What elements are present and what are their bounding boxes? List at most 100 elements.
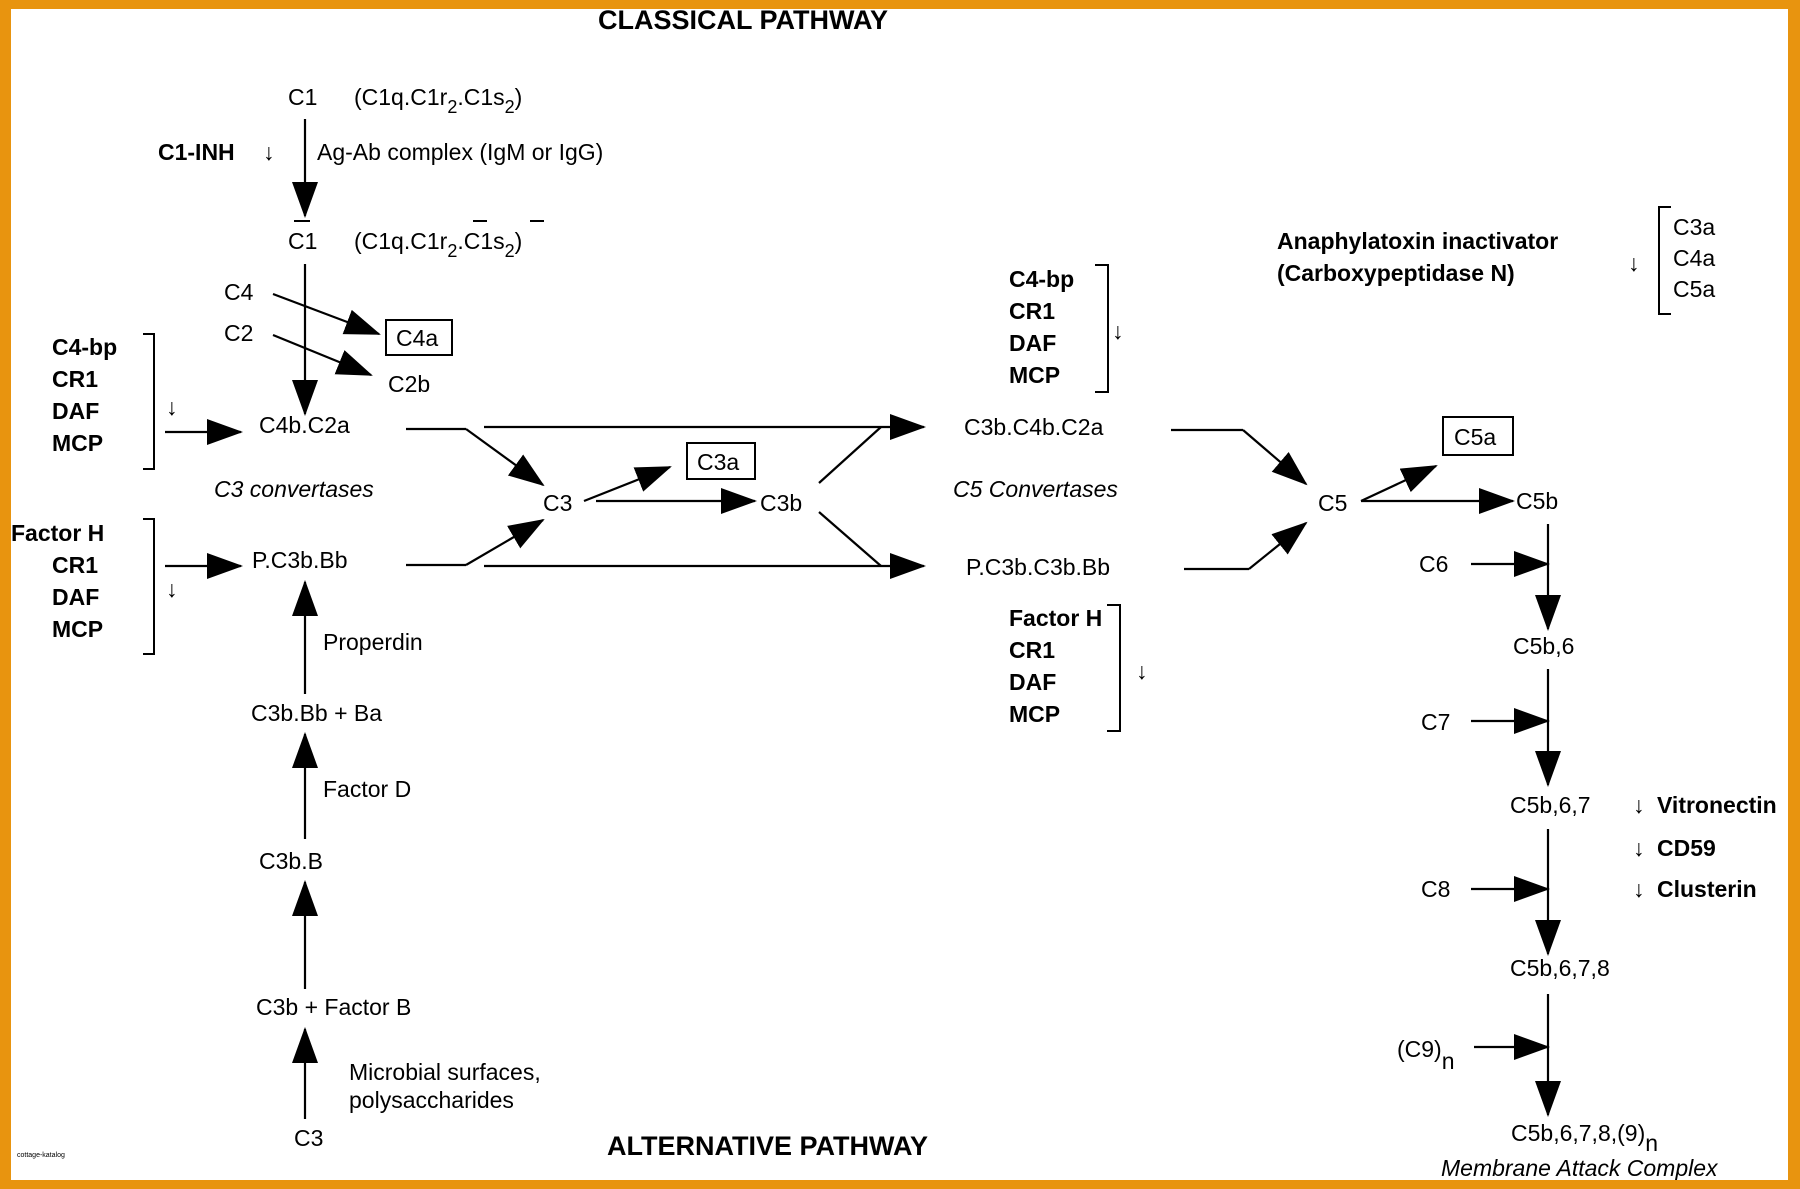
- clusterin-label: Clusterin: [1657, 876, 1757, 902]
- c3b-label: C3b: [760, 490, 802, 516]
- regulator-item: MCP: [52, 430, 103, 456]
- diagram-frame: CLASSICAL PATHWAY ALTERNATIVE PATHWAY Me…: [11, 9, 1788, 1180]
- c5-convertase-alternative-label: P.C3b.C3b.Bb: [966, 554, 1110, 580]
- c1-active-formula-start: (C1q.C1r: [354, 228, 448, 254]
- inhibit-down-arrow: ↓: [166, 576, 178, 602]
- c3b-factor-b-label: C3b + Factor B: [256, 994, 411, 1020]
- clusterin-down-arrow: ↓: [1633, 876, 1645, 902]
- regulator-item: CR1: [1009, 298, 1055, 324]
- c5b678-label: C5b,6,7,8: [1510, 955, 1610, 981]
- anaphylatoxin-item: C4a: [1673, 245, 1715, 271]
- regulator-item: CR1: [1009, 637, 1055, 663]
- regulator-item: CR1: [52, 552, 98, 578]
- regulator-item: C4-bp: [52, 334, 117, 360]
- c5b6789-label: C5b,6,7,8,(9): [1511, 1120, 1645, 1146]
- c4-label: C4: [224, 279, 254, 305]
- c1-formula-start: (C1q.C1r: [354, 84, 448, 110]
- svg-text:(C1q.C1r2.C1s2): (C1q.C1r2.C1s2): [354, 84, 522, 117]
- c3-to-c3a-arrow: [583, 465, 672, 503]
- regulator-item: DAF: [1009, 330, 1056, 356]
- c4a-box: [385, 319, 453, 356]
- c2-label: C2: [224, 320, 253, 346]
- c2b-label: C2b: [388, 371, 430, 397]
- mid-bottom-bracket: [1107, 604, 1121, 732]
- regulator-item: CR1: [52, 366, 98, 392]
- c9-label: (C9): [1397, 1036, 1442, 1062]
- inhibit-down-arrow: ↓: [1628, 250, 1640, 276]
- regulator-item: DAF: [1009, 669, 1056, 695]
- microbial-surfaces-label: Microbial surfaces,: [349, 1059, 541, 1085]
- anaphylatoxin-line2: (Carboxypeptidase N): [1277, 260, 1515, 286]
- p-c3b-bb-label: P.C3b.Bb: [252, 547, 347, 573]
- c5-to-c5a-arrow: [1360, 465, 1438, 502]
- c9-subscript-n: n: [1442, 1048, 1455, 1074]
- c1-active-label: C1: [288, 228, 317, 254]
- c3-convertases-label: C3 convertases: [214, 476, 374, 502]
- c2-to-c2b-arrow: [272, 333, 373, 377]
- anaphylatoxin-bracket: [1658, 206, 1671, 315]
- c4b-c2a-label: C4b.C2a: [259, 412, 350, 438]
- c5b-label: C5b: [1516, 488, 1558, 514]
- c3a-box: [686, 442, 756, 480]
- vitronectin-down-arrow: ↓: [1633, 792, 1645, 818]
- c5-convertase-classical-label: C3b.C4b.C2a: [964, 414, 1104, 440]
- c1-active-node: C1 (C1q.C1r2.C1s2): [288, 220, 544, 261]
- membrane-attack-complex-label: Membrane Attack Complex: [1441, 1155, 1719, 1180]
- p-c3b-bb-to-c3-arrow: [465, 518, 545, 566]
- svg-text:C5b,6,7,8,(9)n: C5b,6,7,8,(9)n: [1511, 1120, 1658, 1156]
- c5-convertases-label: C5 Convertases: [953, 476, 1118, 502]
- c4a-label: C4a: [396, 325, 438, 351]
- c5b6789-subscript-n: n: [1645, 1130, 1658, 1156]
- left-bottom-bracket: [143, 518, 155, 655]
- anaphylatoxin-item: C5a: [1673, 276, 1715, 302]
- c8-label: C8: [1421, 876, 1450, 902]
- mid-top-bracket: [1095, 264, 1109, 393]
- c3b-bb-ba-label: C3b.Bb + Ba: [251, 700, 382, 726]
- c4b-c2a-to-c3-arrow: [465, 428, 545, 487]
- polysaccharides-label: polysaccharides: [349, 1087, 514, 1113]
- c1-inh-down-arrow: ↓: [263, 139, 275, 165]
- left-top-bracket: [143, 333, 155, 470]
- c1-node: C1 (C1q.C1r2.C1s2): [288, 84, 522, 117]
- c3a-label: C3a: [697, 449, 739, 475]
- alt-c3-start-label: C3: [294, 1125, 323, 1151]
- complement-pathway-diagram: CLASSICAL PATHWAY ALTERNATIVE PATHWAY Me…: [11, 9, 1777, 1180]
- factor-d-label: Factor D: [323, 776, 411, 802]
- svg-text:(C9)n: (C9)n: [1397, 1036, 1455, 1074]
- c5-label: C5: [1318, 490, 1347, 516]
- c3-label: C3: [543, 490, 572, 516]
- c3b-b-label: C3b.B: [259, 848, 323, 874]
- c4-to-c4a-arrow: [272, 292, 381, 336]
- classical-c5-convertase-to-c5-arrow: [1242, 429, 1308, 486]
- c3b-to-alternative-c5-line: [818, 511, 882, 567]
- c5a-box: [1442, 416, 1514, 456]
- c5b67-label: C5b,6,7: [1510, 792, 1591, 818]
- regulator-item: Factor H: [1009, 605, 1102, 631]
- c5b6-label: C5b,6: [1513, 633, 1574, 659]
- c1-inh-label: C1-INH: [158, 139, 235, 165]
- anaphylatoxin-inactivator: Anaphylatoxin inactivator (Carboxypeptid…: [1277, 206, 1715, 315]
- regulator-item: DAF: [52, 584, 99, 610]
- c3b-to-classical-c5-line: [818, 426, 882, 484]
- regulator-item: MCP: [1009, 362, 1060, 388]
- regulator-item: DAF: [52, 398, 99, 424]
- mid-top-regulators: C4-bp CR1 DAF MCP ↓: [1009, 264, 1124, 393]
- inhibit-down-arrow: ↓: [166, 394, 178, 420]
- regulator-item: C4-bp: [1009, 266, 1074, 292]
- alternative-pathway-title: ALTERNATIVE PATHWAY: [607, 1131, 928, 1161]
- vitronectin-label: Vitronectin: [1657, 792, 1777, 818]
- c7-label: C7: [1421, 709, 1450, 735]
- anaphylatoxin-line1: Anaphylatoxin inactivator: [1277, 228, 1558, 254]
- cd59-down-arrow: ↓: [1633, 835, 1645, 861]
- cd59-label: CD59: [1657, 835, 1716, 861]
- ag-ab-complex-label: Ag-Ab complex (IgM or IgG): [317, 139, 603, 165]
- c6-label: C6: [1419, 551, 1448, 577]
- c1-label: C1: [288, 84, 317, 110]
- regulator-item: MCP: [1009, 701, 1060, 727]
- svg-text:(C1q.C1r2.C1s2): (C1q.C1r2.C1s2): [354, 228, 522, 261]
- regulator-item: Factor H: [11, 520, 104, 546]
- regulator-item: MCP: [52, 616, 103, 642]
- c5a-label: C5a: [1454, 424, 1496, 450]
- inhibit-down-arrow: ↓: [1136, 658, 1148, 684]
- inhibit-down-arrow: ↓: [1112, 318, 1124, 344]
